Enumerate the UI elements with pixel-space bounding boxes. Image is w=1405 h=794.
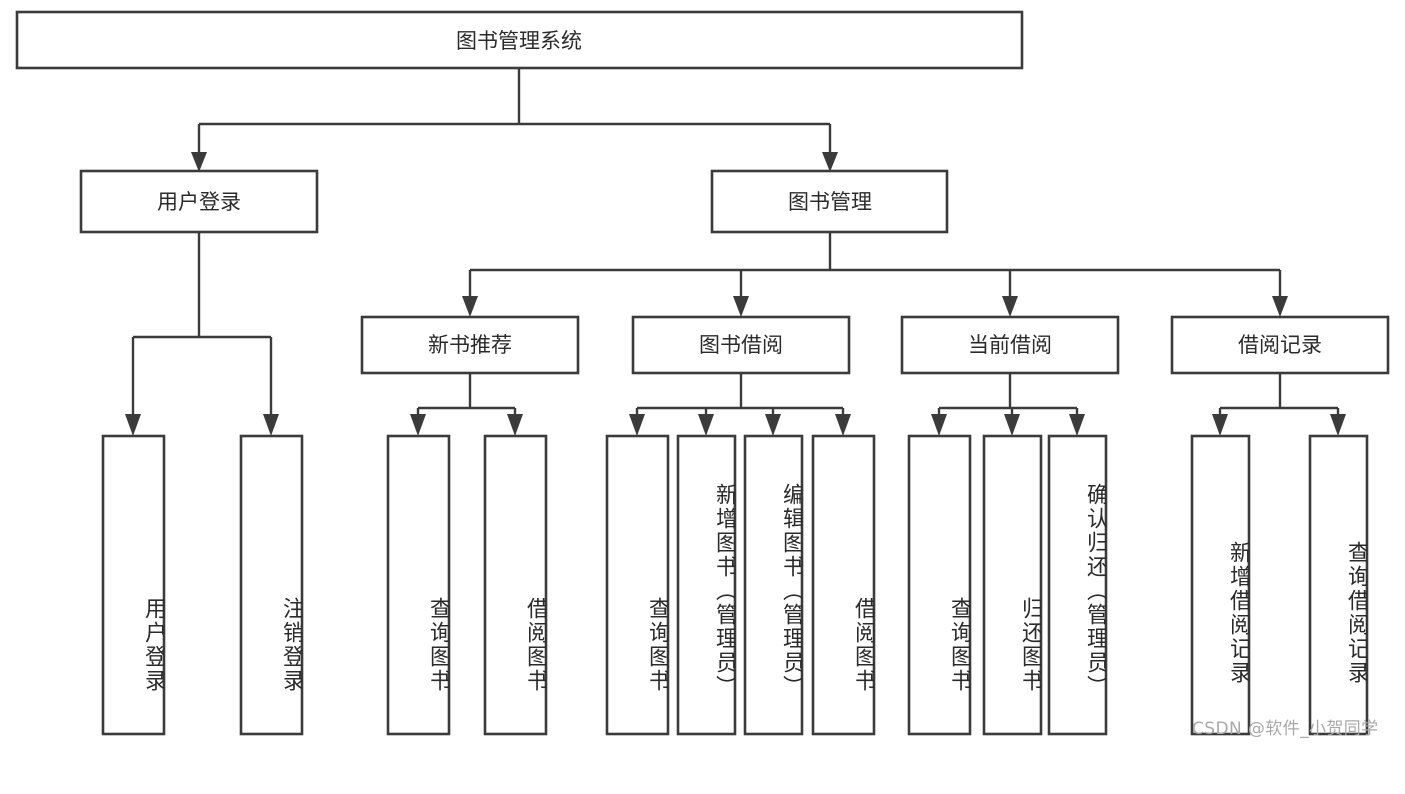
node-leaf-query-book-borrow-box[interactable] [605, 434, 670, 736]
arrow-head-leaf-query-borrow-record [1330, 414, 1346, 436]
node-user-login-box[interactable] [79, 169, 319, 234]
node-leaf-query-book-recommend-box[interactable] [386, 434, 451, 736]
node-leaf-query-book-current-box[interactable] [907, 434, 972, 736]
arrow-head-leaf-query-book-current [931, 414, 947, 436]
node-leaf-borrow-book-recommend-box[interactable] [483, 434, 548, 736]
arrow-head-user-login [191, 152, 207, 172]
node-leaf-user-login-box[interactable] [101, 434, 166, 736]
node-leaf-add-book-admin-box[interactable] [676, 434, 737, 736]
node-user-login-label: 用户登录 [157, 190, 241, 214]
csdn-watermark: CSDN @软件_小贺同学 [1192, 719, 1379, 739]
arrow-head-current-borrow [1002, 296, 1018, 317]
node-new-book-recommend-box[interactable] [360, 315, 580, 375]
connectors-group [125, 68, 1346, 436]
node-leaf-query-borrow-record-box[interactable] [1308, 434, 1369, 736]
arrow-head-leaf-query-book-recommend [410, 414, 426, 436]
arrow-head-book-mgmt [822, 152, 838, 172]
arrow-head-leaf-add-borrow-record [1212, 414, 1228, 436]
flowchart-svg: 图书管理系统 用户登录 图书管理 新书推荐 图书借阅 当前借阅 借阅记录 [15, 10, 1390, 736]
node-leaf-logout-box[interactable] [239, 434, 304, 736]
node-root-box[interactable] [15, 10, 1024, 70]
arrow-head-leaf-borrow-book [835, 414, 851, 436]
arrow-head-leaf-query-book-borrow [629, 414, 645, 436]
node-leaf-edit-book-admin-box[interactable] [743, 434, 804, 736]
node-book-borrow-box[interactable] [631, 315, 851, 375]
node-leaf-add-borrow-record-box[interactable] [1190, 434, 1251, 736]
node-leaf-return-book-box[interactable] [982, 434, 1043, 736]
arrow-head-borrow-record [1272, 296, 1288, 317]
arrow-head-new-book-recommend [462, 296, 478, 317]
flowchart-canvas: 图书管理系统 用户登录 图书管理 新书推荐 图书借阅 当前借阅 借阅记录 [15, 10, 1390, 739]
node-book-management-box[interactable] [710, 169, 949, 234]
node-current-borrow-label: 当前借阅 [968, 333, 1052, 357]
arrow-head-leaf-add-book-admin [698, 414, 714, 436]
node-new-book-recommend-label: 新书推荐 [428, 333, 512, 357]
node-leaf-confirm-return-admin-box[interactable] [1047, 434, 1108, 736]
node-book-management-label: 图书管理 [788, 190, 872, 214]
arrow-head-leaf-return-book [1004, 414, 1020, 436]
node-book-borrow-label: 图书借阅 [699, 333, 783, 357]
node-current-borrow-box[interactable] [900, 315, 1120, 375]
node-borrow-record-label: 借阅记录 [1238, 333, 1322, 357]
arrow-head-book-borrow [733, 296, 749, 317]
arrow-head-leaf-user-login [125, 414, 141, 436]
node-leaf-borrow-book-box[interactable] [811, 434, 876, 736]
arrow-head-leaf-borrow-book-recommend [507, 414, 523, 436]
arrow-head-leaf-logout [263, 414, 279, 436]
node-root-label: 图书管理系统 [456, 29, 582, 53]
arrow-head-leaf-confirm-return-admin [1069, 414, 1085, 436]
node-borrow-record-box[interactable] [1170, 315, 1390, 375]
arrow-head-leaf-edit-book-admin [765, 414, 781, 436]
node-boxes-group: 图书管理系统 用户登录 图书管理 新书推荐 图书借阅 当前借阅 借阅记录 [15, 10, 1390, 736]
